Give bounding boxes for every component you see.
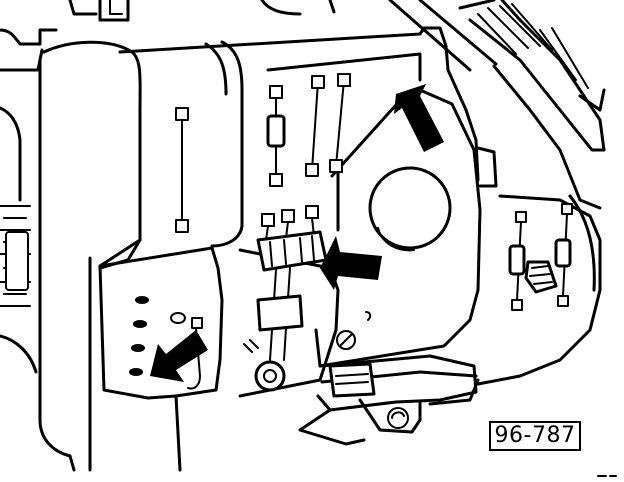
top-hose-fitting: [68, 0, 130, 22]
top-center-clip: [260, 0, 336, 16]
main-panel: [98, 26, 482, 472]
bulb-sockets: [129, 296, 203, 390]
left-housing: [0, 28, 142, 472]
lamp-left-panel: [175, 107, 189, 233]
arrow-up-left-icon: [394, 84, 444, 152]
arrow-left-icon: [320, 236, 382, 290]
round-cover: [368, 166, 452, 252]
lamp-row-top: [266, 73, 351, 187]
arrow-down-left-icon: [150, 330, 208, 382]
lamp-right-side: [508, 203, 573, 311]
ribbed-component-top-right: [388, 0, 606, 210]
figure-reference-label: 96-787: [489, 421, 581, 451]
connector-assembly: [243, 205, 328, 392]
lower-clip: [328, 362, 409, 429]
panel-screw: [336, 311, 372, 350]
